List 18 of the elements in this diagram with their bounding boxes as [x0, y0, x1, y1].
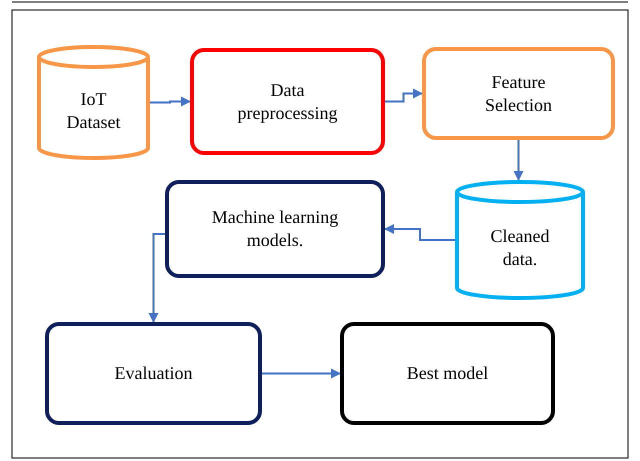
arrow [514, 140, 524, 181]
node-label: Cleaned data. [490, 225, 550, 271]
node-label: Data preprocessing [236, 78, 338, 124]
node-label: Machine learning models. [210, 206, 340, 252]
node-label: Evaluation [114, 362, 194, 385]
process-box [422, 47, 615, 140]
arrow [150, 96, 191, 106]
process-box [165, 180, 385, 278]
node-label: IoT Dataset [66, 88, 122, 134]
process-box [340, 322, 555, 425]
arrow [148, 233, 165, 323]
process-box [190, 48, 385, 155]
node-label: Best model [406, 362, 490, 385]
arrow [385, 88, 423, 102]
process-box [45, 322, 262, 425]
node-label: Feature Selection [484, 70, 553, 116]
arrow [262, 368, 341, 378]
arrow [384, 224, 455, 241]
